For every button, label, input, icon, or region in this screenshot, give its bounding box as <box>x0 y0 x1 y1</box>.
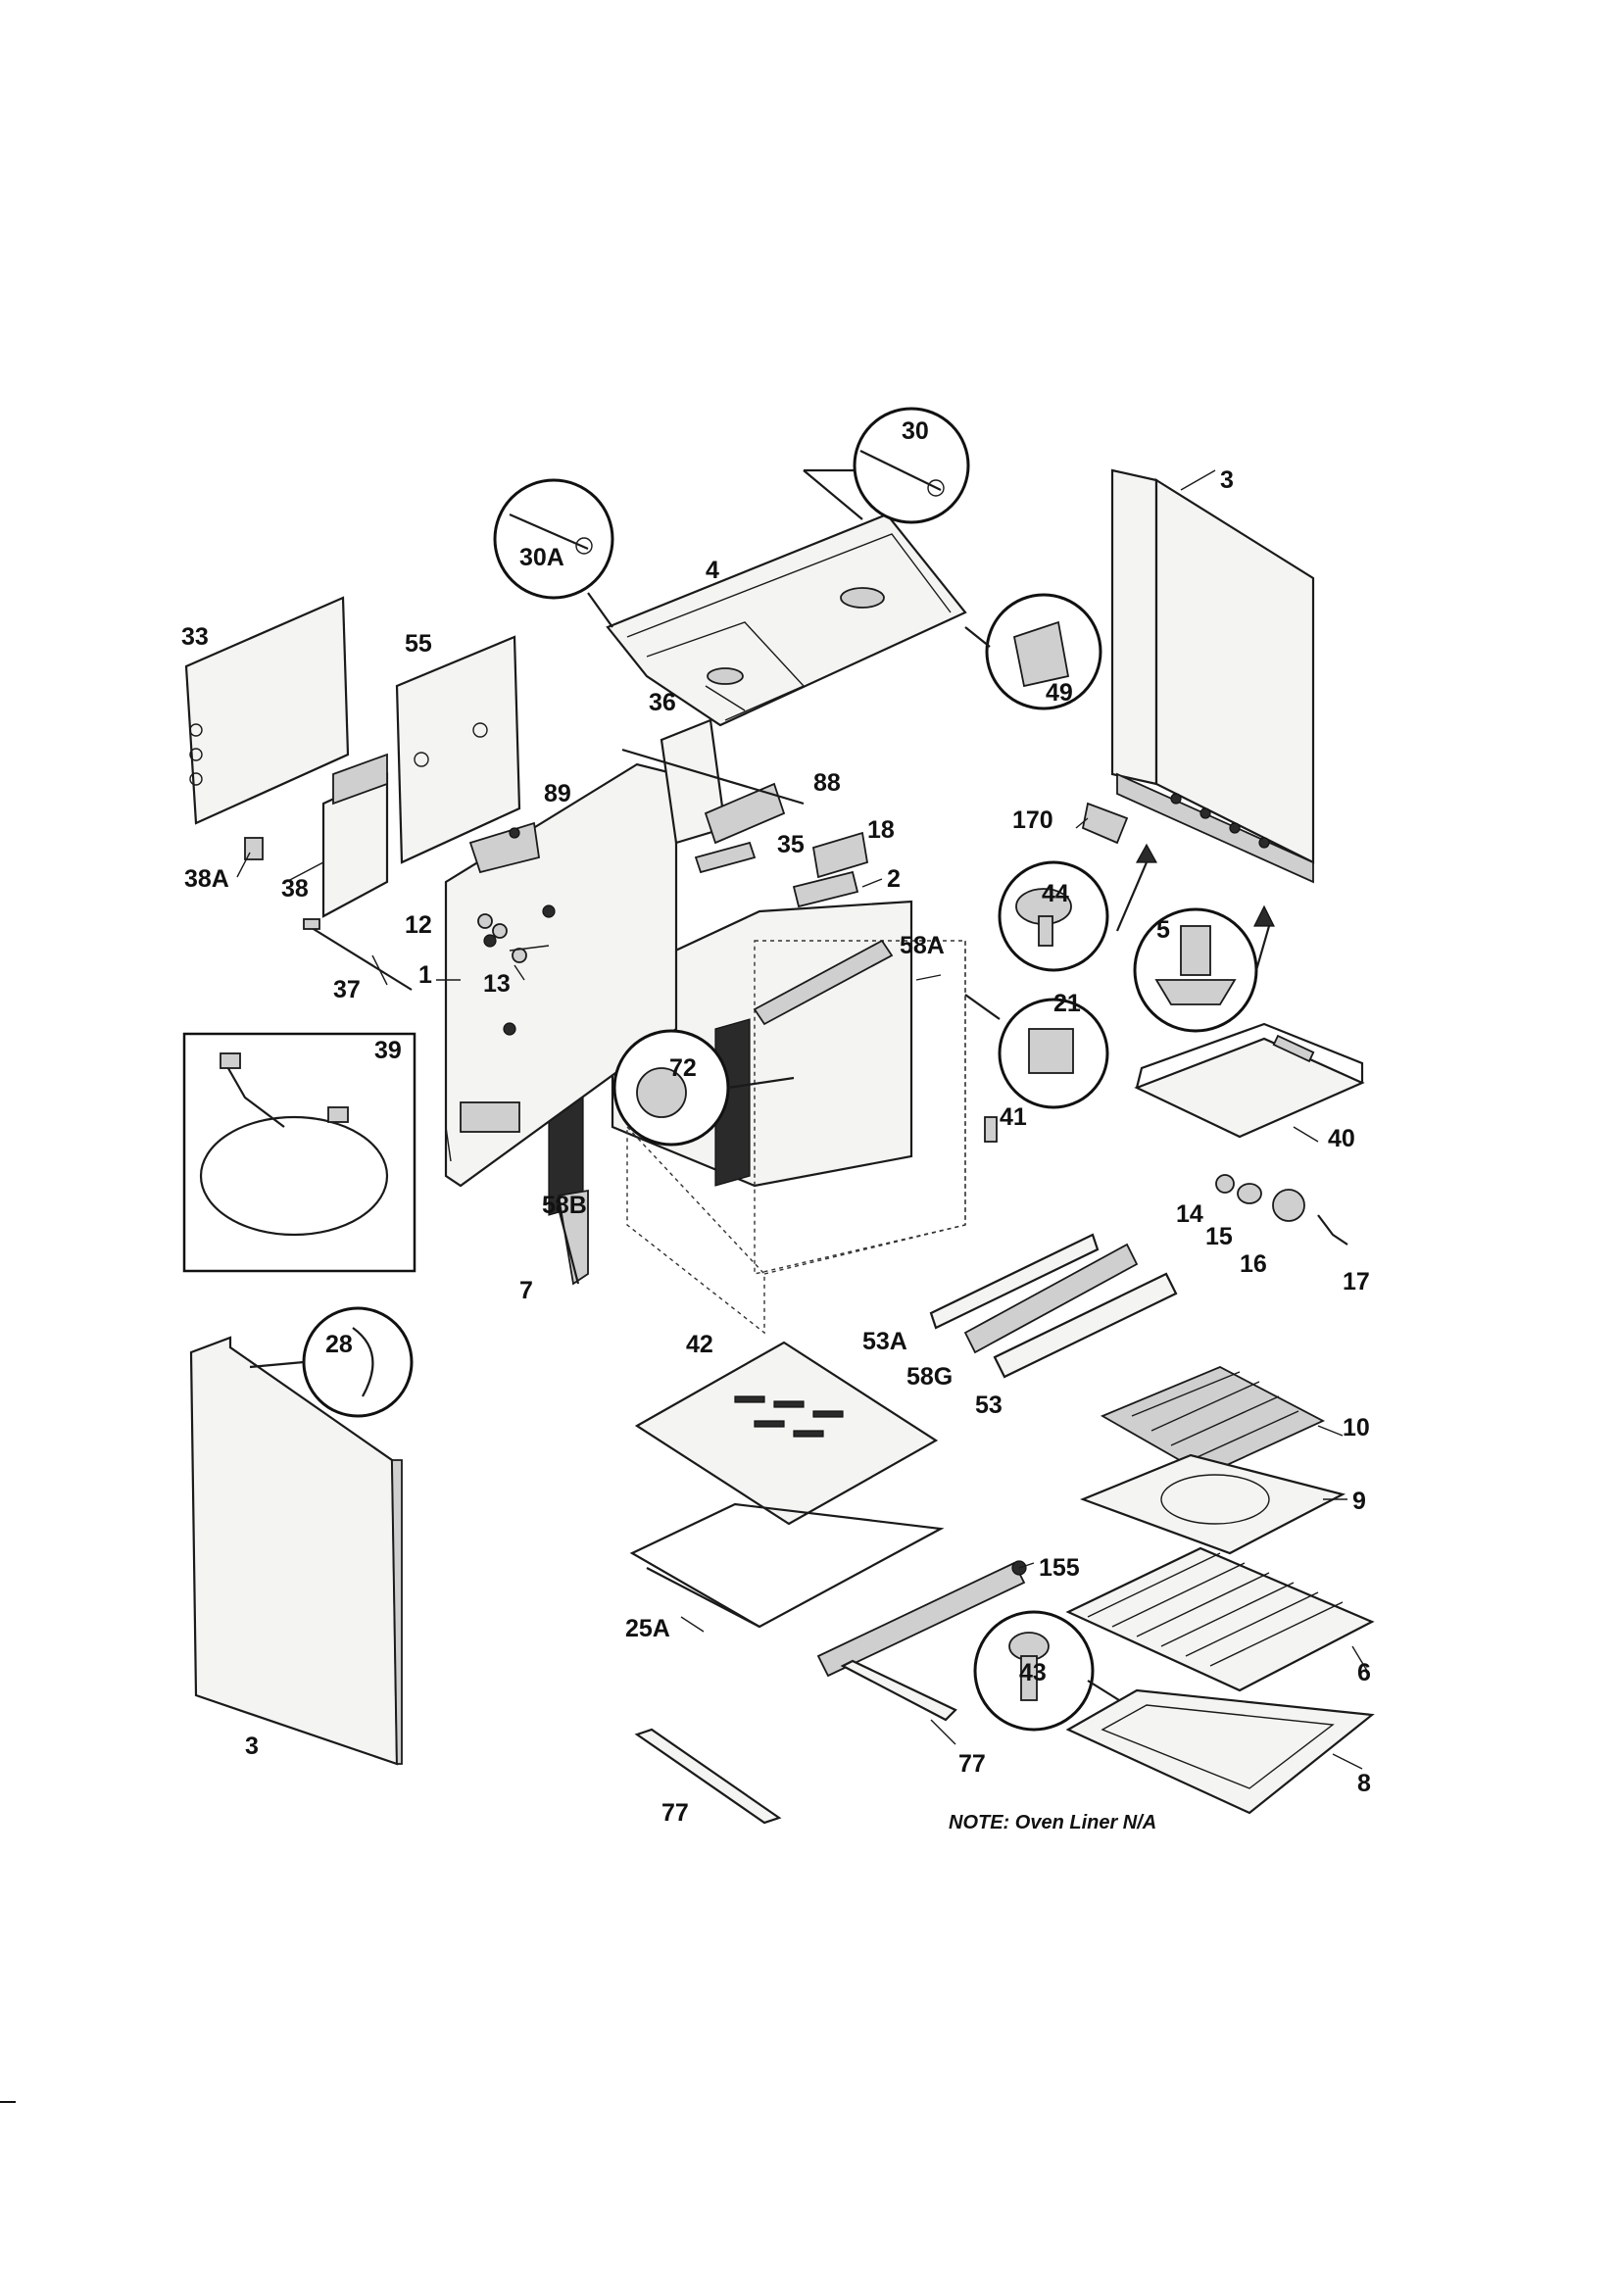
label-36: 36 <box>649 689 676 716</box>
label-40: 40 <box>1328 1125 1355 1152</box>
part-55-panel <box>395 635 521 864</box>
label-155: 155 <box>1039 1554 1080 1582</box>
label-16: 16 <box>1240 1250 1267 1278</box>
part-36-duct <box>660 718 786 845</box>
label-17: 17 <box>1343 1268 1370 1295</box>
callout-circle-30A <box>493 478 614 628</box>
label-58A: 58A <box>900 932 945 959</box>
part-3-left-side-panel <box>189 1336 403 1766</box>
label-10: 10 <box>1343 1414 1370 1441</box>
part-89-bracket <box>468 821 541 874</box>
part-41-clip <box>984 1116 998 1143</box>
label-72: 72 <box>669 1054 697 1082</box>
label-58B: 58B <box>542 1192 587 1219</box>
part-4-top-panel <box>606 468 967 727</box>
part-37-sensor <box>303 918 413 991</box>
label-8: 8 <box>1357 1770 1371 1797</box>
label-38A: 38A <box>184 865 229 893</box>
label-12: 12 <box>405 911 432 939</box>
part-39-power-cord-box <box>182 1032 416 1273</box>
label-13: 13 <box>483 970 511 998</box>
note-oven-liner: NOTE: Oven Liner N/A <box>949 1812 1156 1833</box>
part-9-broiler-pan <box>1079 1453 1346 1555</box>
label-89: 89 <box>544 780 571 807</box>
part-88-wire <box>621 748 805 806</box>
label-9: 9 <box>1352 1488 1366 1515</box>
label-15: 15 <box>1205 1223 1233 1250</box>
part-40-panel <box>1134 1022 1365 1139</box>
callout-circle-28 <box>249 1306 414 1418</box>
label-18: 18 <box>867 816 895 844</box>
part-8-drawer-liner <box>1065 1688 1375 1815</box>
part-18-bracket <box>811 831 869 879</box>
label-25A: 25A <box>625 1615 670 1642</box>
label-77-right: 77 <box>958 1750 986 1778</box>
label-6: 6 <box>1357 1659 1371 1686</box>
part-2-bracket <box>792 870 859 908</box>
callout-circle-49 <box>964 593 1102 710</box>
label-3-left: 3 <box>245 1733 259 1760</box>
label-53A: 53A <box>862 1328 907 1355</box>
label-35: 35 <box>777 831 805 858</box>
part-53-rail <box>993 1272 1178 1379</box>
part-38-insulation <box>321 753 389 918</box>
label-3-right: 3 <box>1220 466 1234 494</box>
part-3-right-side-panel <box>1110 468 1315 884</box>
label-88: 88 <box>813 769 841 797</box>
label-1: 1 <box>418 961 432 989</box>
callout-labels: 1 2 3 3 4 5 6 7 8 9 10 12 13 14 15 16 17… <box>181 417 1371 1827</box>
label-4: 4 <box>706 557 719 584</box>
part-53A-rail <box>929 1233 1100 1330</box>
label-2: 2 <box>887 865 901 893</box>
callout-circle-44 <box>998 860 1109 972</box>
callout-circle-30 <box>853 407 970 524</box>
label-28: 28 <box>325 1331 353 1358</box>
part-33-panel <box>184 596 350 825</box>
label-21: 21 <box>1053 990 1081 1017</box>
part-77-rail-right <box>840 1659 957 1722</box>
leader-lines <box>236 469 1368 1770</box>
part-170-bracket <box>1081 802 1275 932</box>
label-37: 37 <box>333 976 361 1003</box>
callout-circle-5 <box>1133 907 1271 1033</box>
label-53: 53 <box>975 1392 1003 1419</box>
part-77-rail-lower <box>634 1728 782 1825</box>
part-6-oven-rack <box>1065 1546 1375 1692</box>
part-42-bottom-panel <box>634 1341 939 1526</box>
part-58G-rail <box>963 1243 1139 1354</box>
part-10-broiler-grid <box>1100 1366 1326 1477</box>
label-44: 44 <box>1042 880 1069 907</box>
label-7: 7 <box>519 1277 533 1304</box>
label-30: 30 <box>902 417 929 445</box>
part-7-hinge <box>555 1189 589 1286</box>
label-58G: 58G <box>906 1363 953 1391</box>
label-39: 39 <box>374 1037 402 1064</box>
part-35 <box>694 841 757 874</box>
callout-circle-21 <box>964 994 1109 1109</box>
label-77-lower: 77 <box>661 1799 689 1827</box>
label-170: 170 <box>1012 806 1053 834</box>
label-41: 41 <box>1000 1103 1027 1131</box>
label-30A: 30A <box>519 544 564 571</box>
part-12-13-sensors <box>477 913 527 963</box>
part-14-15-16-light <box>1215 1174 1348 1246</box>
label-33: 33 <box>181 623 209 651</box>
label-55: 55 <box>405 630 432 658</box>
label-49: 49 <box>1046 679 1073 707</box>
label-38: 38 <box>281 875 309 903</box>
callout-circle-72 <box>612 1029 795 1147</box>
callout-circle-43 <box>973 1610 1128 1732</box>
part-155-bracket <box>816 1560 1027 1678</box>
label-14: 14 <box>1176 1200 1203 1228</box>
label-5: 5 <box>1156 916 1170 944</box>
label-43: 43 <box>1019 1659 1047 1686</box>
part-1-rear-frame <box>444 762 678 1188</box>
label-42: 42 <box>686 1331 713 1358</box>
part-25A-frame <box>629 1502 945 1629</box>
